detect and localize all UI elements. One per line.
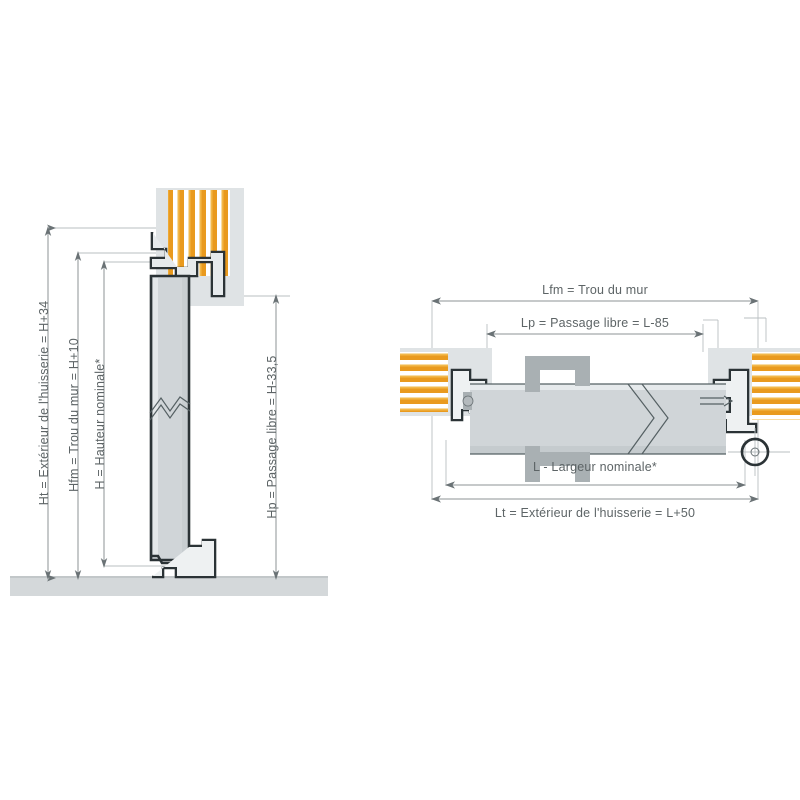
- door-leaf: [149, 274, 191, 562]
- dimension-H: H = Hauteur nominale*: [93, 260, 108, 568]
- dimension-label-Lp: Lp = Passage libre = L-85: [521, 316, 669, 330]
- floor-slab: [10, 576, 328, 596]
- sill-frame-fill: [153, 541, 214, 576]
- lock-case-top-stem: [525, 356, 540, 392]
- dimension-L: L - Largeur nominale*: [445, 460, 746, 489]
- dimension-Hp: Hp = Passage libre = H-33,5: [265, 294, 280, 580]
- plan-break-zigzag: [627, 383, 655, 455]
- dimension-Lp: Lp = Passage libre = L-85: [486, 316, 704, 338]
- dimension-Lfm: Lfm = Trou du mur: [431, 283, 759, 305]
- dimension-Lt: Lt = Extérieur de l'huisserie = L+50: [431, 495, 759, 520]
- plan-break-zigzag-2: [641, 383, 669, 455]
- dimension-label-L: L - Largeur nominale*: [533, 460, 657, 474]
- hinge-pivot: [728, 428, 790, 476]
- lock-case-bottom-stem: [525, 446, 540, 482]
- dimension-Ht: Ht = Extérieur de l'huisserie = H+34: [37, 224, 56, 582]
- dimension-label-Hp: Hp = Passage libre = H-33,5: [265, 355, 279, 518]
- dimension-Hfm: Hfm = Trou du mur = H+10: [67, 251, 82, 580]
- dimension-label-Lt: Lt = Extérieur de l'huisserie = L+50: [495, 506, 695, 520]
- head-frame-fill: [152, 233, 223, 295]
- elevation-section: Ht = Extérieur de l'huisserie = H+34 Hfm…: [10, 188, 328, 596]
- dimension-label-H: H = Hauteur nominale*: [93, 358, 107, 489]
- hinge-leaf-marks: [700, 395, 734, 407]
- wall-masonry-hatch-left: [400, 352, 448, 412]
- lock-case-bottom: [525, 452, 590, 482]
- dimension-label-Ht: Ht = Extérieur de l'huisserie = H+34: [37, 301, 51, 505]
- plan-section: Lfm = Trou du mur Lp = Passage libre = L…: [400, 283, 800, 520]
- dimension-label-Lfm: Lfm = Trou du mur: [542, 283, 648, 297]
- break-line-zigzag-2: [149, 403, 191, 421]
- floor-slab-top-edge: [10, 576, 328, 578]
- dimension-label-Hfm: Hfm = Trou du mur = H+10: [67, 338, 81, 492]
- latch-bolt: [462, 395, 474, 407]
- wall-masonry-hatch-right: [752, 352, 800, 420]
- plan-door-leaf: [470, 383, 726, 455]
- lock-case-top: [525, 356, 590, 386]
- break-line-zigzag: [149, 396, 191, 414]
